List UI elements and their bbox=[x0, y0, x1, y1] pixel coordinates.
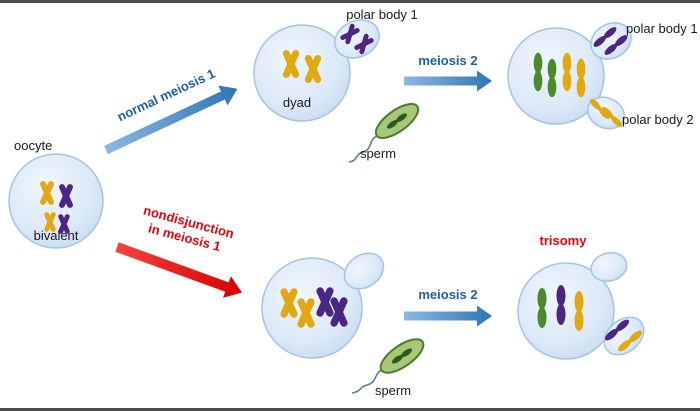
polar-body-1-right-label: polar body 1 bbox=[626, 21, 698, 36]
sperm-cell-top bbox=[348, 103, 420, 163]
dyad-cell: dyad bbox=[253, 19, 380, 122]
empty-polar-body bbox=[343, 252, 385, 290]
sperm-bottom-label: sperm bbox=[375, 383, 411, 398]
sperm-head bbox=[374, 103, 420, 139]
normal-result-cell bbox=[507, 22, 632, 130]
dyad-membrane bbox=[253, 24, 351, 122]
arrow-shape bbox=[104, 85, 238, 155]
polar-body-1 bbox=[590, 22, 632, 60]
sperm-top-label: sperm bbox=[360, 146, 396, 161]
polar-body-1-top-label: polar body 1 bbox=[346, 7, 418, 22]
oocyte-membrane bbox=[8, 153, 104, 249]
bivalent-label: bivalent bbox=[34, 228, 79, 243]
sperm-cell-bottom bbox=[351, 338, 425, 394]
arrow-shape bbox=[404, 305, 492, 327]
sperm-tail bbox=[351, 369, 383, 394]
empty-polar-body bbox=[590, 251, 628, 283]
nondisjunction-arrow bbox=[115, 242, 242, 298]
nondisjunction-cell bbox=[261, 252, 385, 359]
meiosis-2-bottom-label: meiosis 2 bbox=[418, 287, 477, 302]
bottom-border bbox=[0, 408, 700, 411]
meiosis-2-arrow-top bbox=[404, 70, 492, 92]
normal-meiosis-1-arrow bbox=[104, 85, 238, 155]
trisomy-cell bbox=[517, 251, 645, 360]
polar-body-with-chromosomes bbox=[603, 316, 645, 356]
normal-meiosis-1-label: normal meiosis 1 bbox=[115, 66, 218, 124]
meiosis-2-arrow-bottom bbox=[404, 305, 492, 327]
normal-meiosis-1-label-group: normal meiosis 1 bbox=[115, 66, 218, 124]
oocyte-label: oocyte bbox=[14, 138, 52, 153]
top-border bbox=[0, 0, 700, 3]
arrow-shape bbox=[404, 70, 492, 92]
sperm-head bbox=[379, 338, 425, 374]
arrow-shape bbox=[115, 242, 242, 298]
nondisjunction-label-group: nondisjunction in meiosis 1 bbox=[142, 203, 236, 255]
oocyte-cell: bivalent bbox=[8, 153, 104, 249]
polar-body-2-label: polar body 2 bbox=[622, 112, 694, 127]
cell-membrane bbox=[517, 262, 615, 360]
meiosis-2-top-label: meiosis 2 bbox=[418, 53, 477, 68]
sperm-tail bbox=[348, 135, 378, 163]
dyad-label: dyad bbox=[283, 95, 311, 110]
egg-membrane bbox=[507, 27, 605, 125]
trisomy-label: trisomy bbox=[540, 233, 588, 248]
polar-body-1 bbox=[334, 19, 380, 59]
